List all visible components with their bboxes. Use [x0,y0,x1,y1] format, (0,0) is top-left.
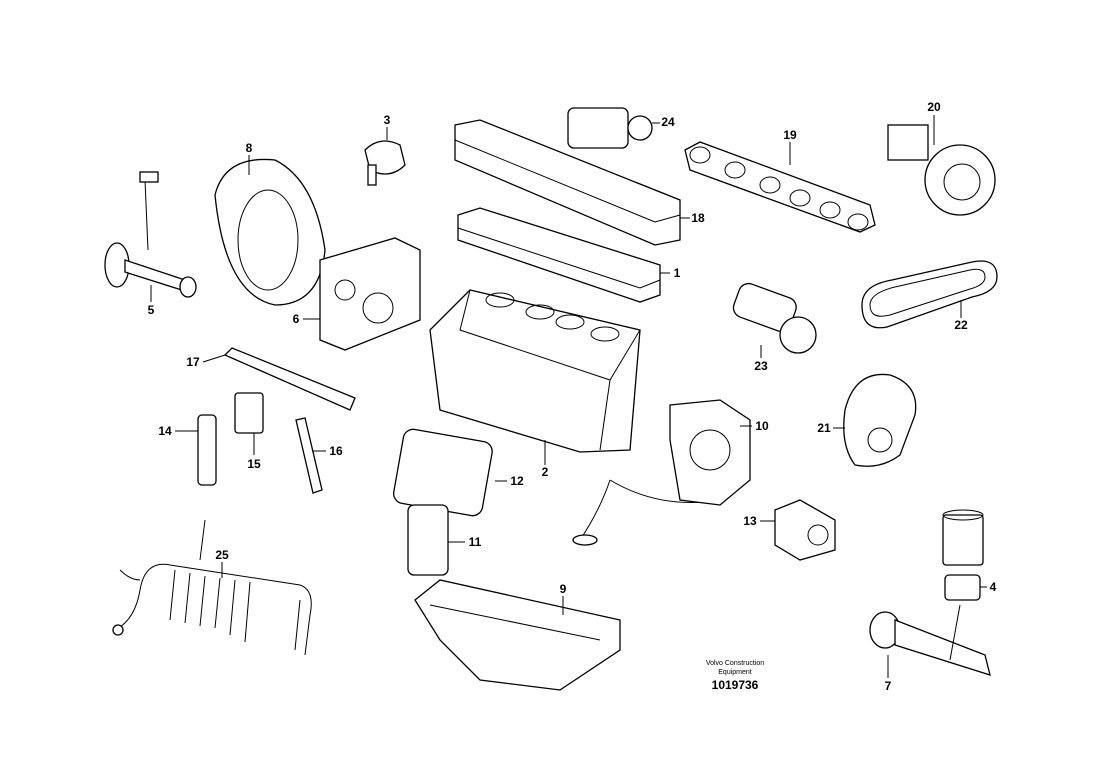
part-21-water-pump[interactable] [833,373,917,467]
document-number: 1019736 [711,678,759,692]
part-24-sensor[interactable] [567,107,660,149]
callout-1[interactable]: 1 [673,266,681,280]
callout-13[interactable]: 13 [743,514,757,528]
part-1-cylinder-head[interactable] [457,207,670,303]
brand-caption: Volvo Construction Equipment [706,659,764,677]
callout-17[interactable]: 17 [186,355,200,369]
callout-21[interactable]: 21 [817,421,831,435]
callout-6[interactable]: 6 [292,312,300,326]
callout-4[interactable]: 4 [989,580,997,594]
callout-11[interactable]: 11 [468,535,482,549]
part-16-injector[interactable] [295,417,326,494]
part-19-exhaust-manifold[interactable] [684,141,876,233]
part-22-drive-belt[interactable] [861,260,998,329]
callout-2[interactable]: 2 [541,465,549,479]
part-20-turbocharger[interactable] [887,115,996,216]
callout-18[interactable]: 18 [691,211,705,225]
part-10-oil-pump[interactable] [669,399,752,506]
part-15-valve[interactable] [234,392,264,455]
callout-12[interactable]: 12 [510,474,524,488]
part-23-starter-motor[interactable] [731,281,817,358]
part-14-unit-pump[interactable] [175,414,217,486]
part-6-timing-gear-cover[interactable] [303,237,421,351]
part-12-oil-filter-housing[interactable] [392,428,507,517]
part-7-crankshaft[interactable] [869,604,991,678]
brand-line-1: Volvo Construction [705,660,765,667]
part-2-engine-block[interactable] [429,289,641,465]
callout-5[interactable]: 5 [147,303,155,317]
callout-15[interactable]: 15 [247,457,261,471]
part-25-wiring-harness[interactable] [112,519,312,656]
part-9-oil-sump[interactable] [414,579,621,691]
callout-24[interactable]: 24 [661,115,675,129]
callout-19[interactable]: 19 [783,128,797,142]
callout-10[interactable]: 10 [755,419,769,433]
callout-20[interactable]: 20 [927,100,941,114]
callout-9[interactable]: 9 [559,582,567,596]
part-3-thermostat-housing[interactable] [364,127,406,186]
callout-25[interactable]: 25 [215,548,229,562]
callout-16[interactable]: 16 [329,444,343,458]
callout-23[interactable]: 23 [754,359,768,373]
part-4-piston-liner[interactable] [942,509,987,601]
callout-22[interactable]: 22 [954,318,968,332]
part-5-camshaft-gear[interactable] [104,171,197,302]
part-13-coolant-pump-housing[interactable] [760,499,836,561]
part-8-flywheel-housing[interactable] [214,155,326,306]
callout-3[interactable]: 3 [383,113,391,127]
callout-14[interactable]: 14 [158,424,172,438]
part-17-fuel-rail[interactable] [202,347,356,411]
part-18-valve-cover[interactable] [454,119,690,246]
callout-8[interactable]: 8 [245,141,253,155]
part-11-oil-filter[interactable] [407,504,465,576]
callout-7[interactable]: 7 [884,679,892,693]
brand-line-2: Equipment [718,669,752,676]
